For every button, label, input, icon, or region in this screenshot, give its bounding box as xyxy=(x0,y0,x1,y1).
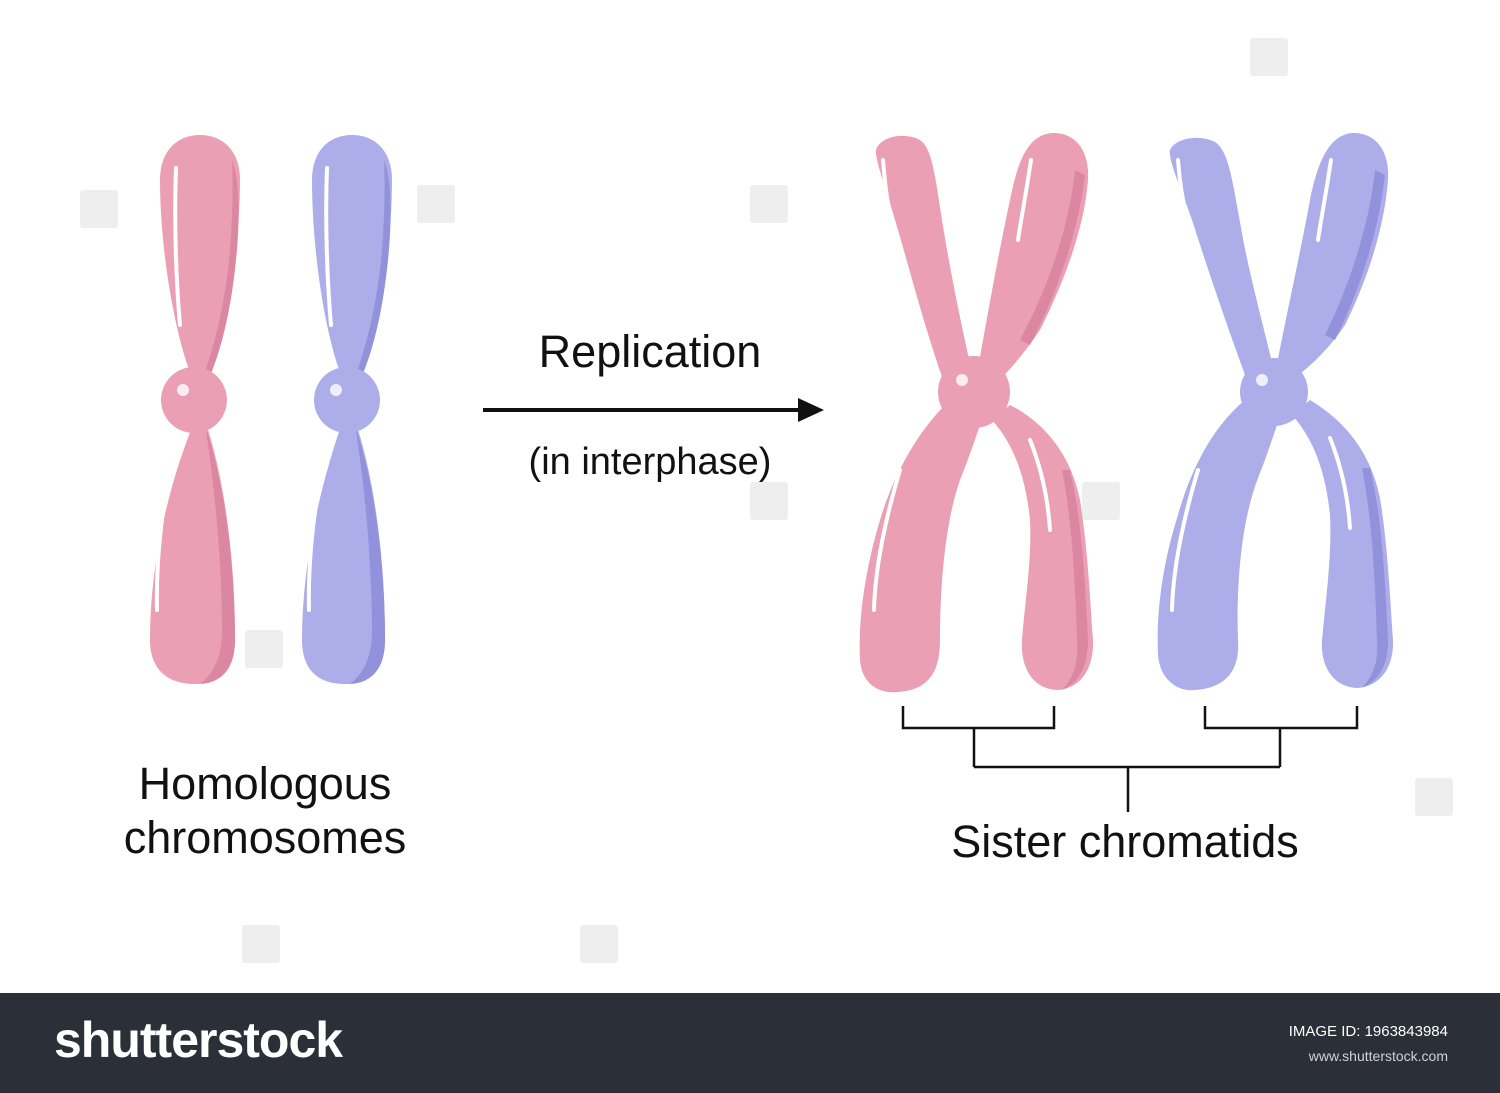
shutterstock-logo: shutterstock xyxy=(54,1012,343,1068)
sister-chromatids-label: Sister chromatids xyxy=(951,816,1299,867)
homologous-label-line-1: Homologous xyxy=(138,758,392,809)
diagram-art xyxy=(80,38,1453,963)
site-url: www.shutterstock.com xyxy=(1308,1048,1448,1064)
homologous-chromosome-blue xyxy=(302,135,392,684)
homologous-label-line-2: chromosomes xyxy=(123,812,407,863)
image-id: IMAGE ID: 1963843984 xyxy=(1289,1023,1448,1040)
homologous-chromosomes-label: Homologous chromosomes xyxy=(80,757,450,865)
sister-chromatids-blue xyxy=(1157,132,1394,691)
image-id-value: 1963843984 xyxy=(1364,1023,1448,1040)
homologous-chromosome-pink xyxy=(150,135,240,684)
image-id-label: IMAGE ID: xyxy=(1288,1023,1361,1040)
sister-chromatids-pink xyxy=(859,132,1094,693)
watermark-marks xyxy=(80,38,1453,963)
interphase-label: (in interphase) xyxy=(528,441,772,483)
replication-arrow xyxy=(483,398,824,422)
watermark-footer: shutterstock IMAGE ID: 1963843984 www.sh… xyxy=(0,993,1500,1093)
sister-chromatids-bracket xyxy=(901,706,1359,812)
replication-label: Replication xyxy=(538,326,762,377)
